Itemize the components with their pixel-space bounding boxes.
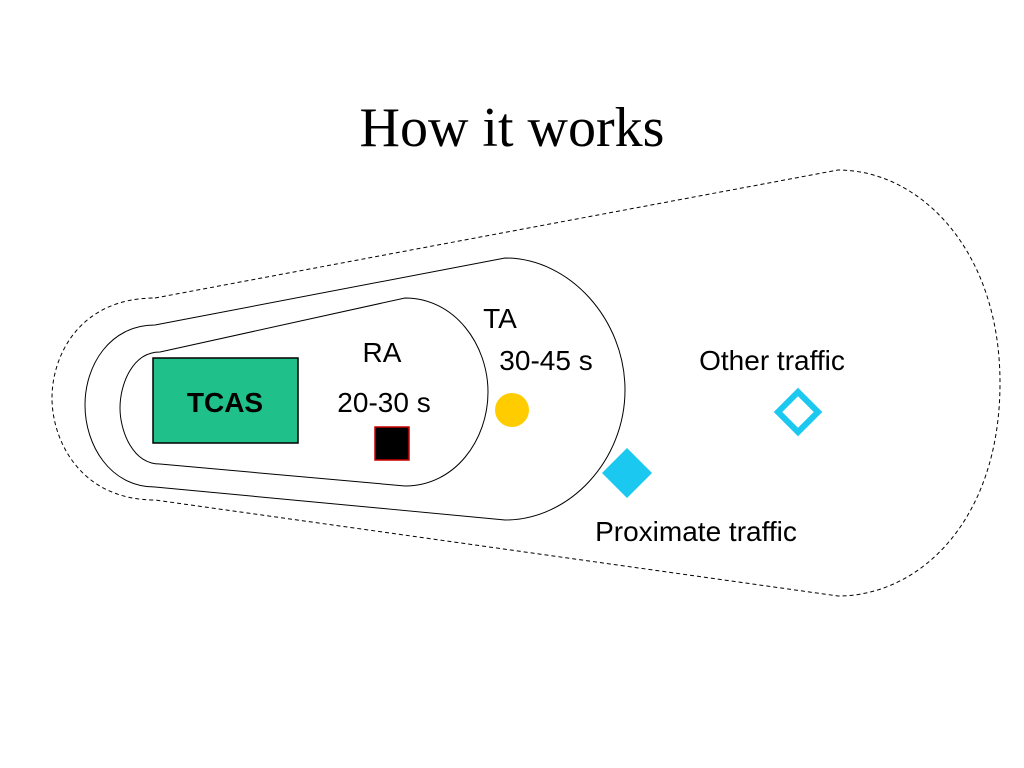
- tcas-aircraft-box: [152, 357, 299, 444]
- page-title: How it works: [359, 97, 665, 159]
- other-traffic-zone-boundary: [51, 169, 1001, 597]
- ra-traffic-square-icon: [374, 426, 410, 461]
- tcas-label: TCAS: [187, 387, 263, 418]
- ta-time-label: 30-45 s: [499, 345, 592, 376]
- proximate-traffic-diamond-icon: [602, 448, 652, 498]
- ta-zone-boundary: [84, 257, 626, 521]
- other-traffic-diamond-icon: [773, 387, 823, 437]
- ta-label: TA: [483, 303, 517, 334]
- other-traffic-label: Other traffic: [699, 345, 845, 376]
- ta-traffic-circle-icon: [495, 393, 529, 427]
- proximate-traffic-label: Proximate traffic: [595, 516, 797, 547]
- ra-label: RA: [363, 337, 402, 368]
- ra-time-label: 20-30 s: [337, 387, 430, 418]
- ra-zone-boundary: [119, 297, 489, 487]
